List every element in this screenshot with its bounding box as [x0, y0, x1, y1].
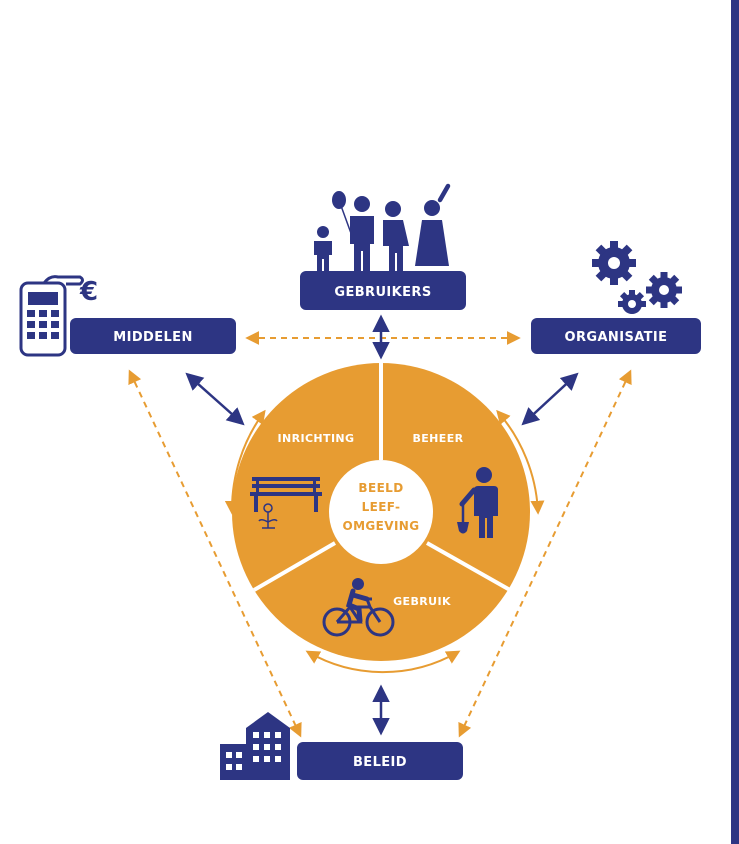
wheel-divider-left [252, 541, 337, 592]
right-border-rule [731, 0, 739, 844]
gears-icon [592, 241, 682, 314]
node-gebruikers: GEBRUIKERS [300, 271, 466, 310]
center-wheel: BEELD LEEF- OMGEVING INRICHTING BEHEER G… [232, 363, 530, 661]
svg-text:€: € [79, 277, 98, 307]
segment-label-beheer: BEHEER [412, 432, 463, 445]
center-hub [329, 460, 433, 564]
arc-gebruik [305, 650, 461, 674]
node-beleid: BELEID [297, 742, 463, 780]
center-label-line2: LEEF- [362, 500, 401, 514]
gardener-with-shovel-icon [457, 467, 498, 538]
node-label-middelen: MIDDELEN [113, 330, 192, 345]
calculator-euro-icon: € [19, 275, 98, 357]
node-middelen: MIDDELEN [70, 318, 236, 354]
connector-organisatie-beleid [458, 369, 632, 738]
segment-label-inrichting: INRICHTING [278, 432, 355, 445]
buildings-icon [220, 712, 290, 780]
arc-beheer [496, 409, 545, 515]
node-organisatie: ORGANISATIE [531, 318, 701, 354]
wheel-divider-right [426, 541, 511, 592]
node-label-organisatie: ORGANISATIE [565, 330, 668, 345]
arc-inrichting [224, 409, 266, 515]
family-with-balloon-icon [314, 183, 451, 271]
connector-organisatie-center [521, 372, 579, 426]
park-bench-icon [250, 477, 322, 529]
connector-middelen-center [185, 372, 245, 426]
center-label-line3: OMGEVING [342, 519, 419, 533]
cyclist-icon [322, 578, 395, 637]
segment-label-gebruik: GEBRUIK [393, 595, 451, 608]
center-label-line1: BEELD [358, 481, 403, 495]
outer-arcs [224, 409, 545, 674]
node-label-gebruikers: GEBRUIKERS [334, 285, 431, 300]
connector-middelen-beleid [128, 369, 302, 738]
node-label-beleid: BELEID [353, 755, 407, 770]
